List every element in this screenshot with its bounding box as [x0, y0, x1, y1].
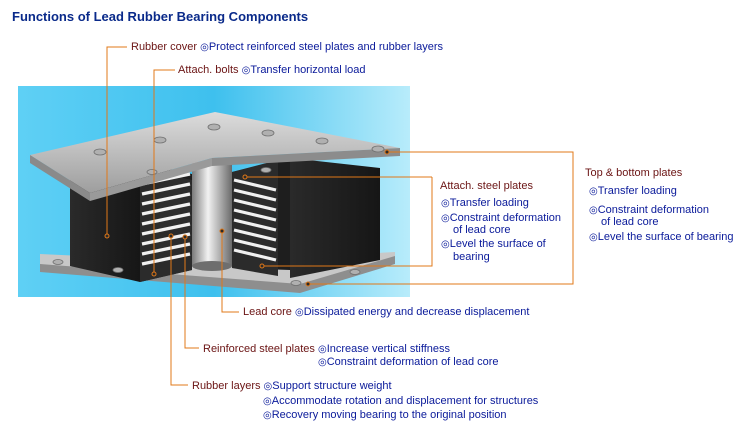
leader-reinforced-steel-plates [184, 237, 199, 349]
label-lead-core: Lead core ◎Dissipated energy and decreas… [243, 305, 529, 320]
lead-core-name: Lead core [243, 306, 292, 318]
attach-steel-plates-function-1b: of lead core [453, 224, 511, 236]
leader-rubber-layers [170, 236, 188, 386]
rubber-cover-function-0: ◎Protect reinforced steel plates and rub… [200, 41, 444, 53]
leader-attach-steel-plates-b [262, 177, 433, 267]
lead-core [192, 162, 232, 271]
top-bottom-plates-function-0: ◎Transfer loading [589, 185, 677, 197]
top-bottom-plates-function-1b: of lead core [601, 216, 659, 228]
label-rubber-layers: Rubber layers ◎Support structure weight [192, 379, 392, 394]
attach-steel-plates-function-0: ◎Transfer loading [441, 197, 529, 209]
leader-attach-bolts [153, 69, 175, 274]
leader-dots [104, 149, 390, 287]
leader-lines [106, 46, 574, 386]
rubber-layers-name: Rubber layers [192, 380, 261, 392]
top-plate [30, 112, 400, 201]
label-reinforced-steel-plates: Reinforced steel plates ◎Increase vertic… [203, 342, 450, 357]
lead-core-function-0: ◎Dissipated energy and decrease displace… [295, 306, 530, 318]
attach-steel-plates-name: Attach. steel plates [440, 180, 533, 192]
reinforced-steel-plates-name: Reinforced steel plates [203, 343, 315, 355]
diagram-title: Functions of Lead Rubber Bearing Compone… [12, 9, 309, 24]
attach-bolts-function-0: ◎Transfer horizontal load [241, 64, 366, 76]
attach-steel-plates-function-1: ◎Constraint deformation [441, 212, 562, 224]
attach-steel-plates-function-2b: bearing [453, 251, 490, 263]
reinforced-steel-plates-function-0: ◎Increase vertical stiffness [317, 343, 450, 355]
attach-bolts-name: Attach. bolts [178, 64, 239, 76]
top-bottom-plates-function-1: ◎Constraint deformation [589, 204, 710, 216]
top-bottom-plates-name: Top & bottom plates [585, 167, 683, 179]
rubber-cover-name: Rubber cover [131, 41, 198, 53]
top-bottom-plates-function-2: ◎Level the surface of bearing [589, 231, 734, 243]
left-laminations [140, 168, 192, 282]
rubber-layers-function-1: ◎Accommodate rotation and displacement f… [263, 395, 539, 407]
rubber-layers-function-0: ◎Support structure weight [263, 380, 392, 392]
label-attach-bolts: Attach. bolts ◎Transfer horizontal load [178, 63, 366, 78]
rubber-layers-function-2: ◎Recovery moving bearing to the original… [263, 409, 507, 421]
reinforced-steel-plates-function-1: ◎Constraint deformation of lead core [318, 356, 499, 368]
leader-lead-core [221, 231, 239, 313]
leader-rubber-cover [106, 46, 127, 236]
attach-steel-plates-function-2: ◎Level the surface of [441, 238, 546, 250]
right-laminations [232, 160, 278, 276]
leader-top-bottom-plates [308, 151, 574, 285]
label-rubber-cover: Rubber cover ◎Protect reinforced steel p… [131, 40, 443, 55]
